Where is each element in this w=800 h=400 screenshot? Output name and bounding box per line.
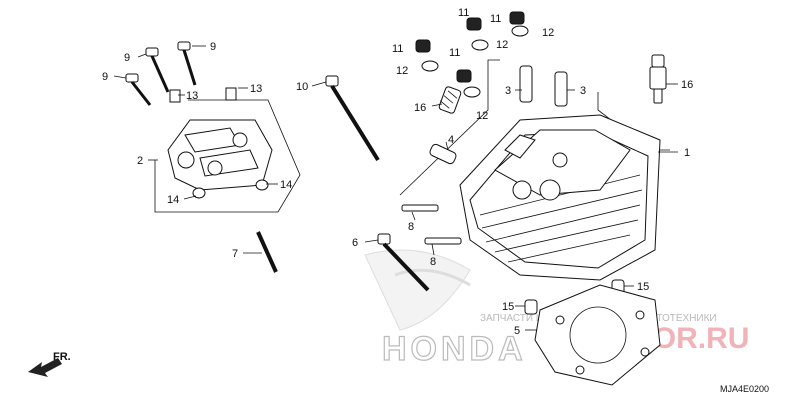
label-part-1: 1 [684,147,690,159]
washer-12-b [511,25,529,37]
seal-11-top-right [509,11,525,25]
valve-guide-3-left [519,65,533,103]
label-part-14-left: 14 [167,194,179,206]
label-part-9-upper-right: 9 [210,41,216,53]
honda-wordmark: HONDA [382,330,527,368]
leader-lines [113,45,678,331]
rocker-arm-assembly [154,87,301,213]
label-part-6: 6 [352,237,358,249]
cylinder-head [399,59,670,281]
label-part-12-a: 12 [496,39,508,51]
washer-12-a [471,39,489,51]
label-part-3-left: 3 [505,85,511,97]
label-part-10: 10 [296,81,308,93]
arrow-icon [28,358,62,377]
label-part-13-right: 13 [250,83,262,95]
bolt-9-left [125,73,152,106]
bolt-10 [325,75,380,162]
spark-plug-16-right [649,54,667,104]
label-part-8-lower: 8 [430,256,436,268]
label-part-12-d: 12 [476,110,488,122]
label-part-9-upper-left: 9 [124,52,130,64]
honda-watermark: HONDA [364,249,527,369]
label-part-12-b: 12 [542,27,554,39]
label-part-12-c: 12 [396,65,408,77]
spark-plug-16-left [438,86,462,114]
bolt-9-upper-right [177,41,197,86]
sleeve-4 [429,143,457,165]
seal-11-lower [456,69,472,83]
dowel-15-left [524,299,538,315]
label-part-5: 5 [514,325,520,337]
seal-11-mid [415,39,431,53]
washer-12-d [463,86,481,98]
valve-guide-3-right [554,71,568,107]
label-part-16-left: 16 [414,102,426,114]
label-part-2: 2 [137,155,143,167]
bolt-9-upper-left [145,47,170,93]
label-part-11-lower: 11 [449,47,460,59]
label-part-15-right: 15 [637,281,649,293]
label-part-11-top-right: 11 [490,13,501,25]
diagram-code: MJA4E0200 [720,384,769,394]
stud-7 [256,231,278,273]
washer-12-c [421,60,439,72]
dowel-8-lower [424,237,462,245]
label-part-11-mid: 11 [392,43,403,55]
bolt-6 [377,233,430,292]
seal-11-top [466,17,482,31]
label-part-8-upper: 8 [408,221,414,233]
label-part-9-left: 9 [102,71,108,83]
label-part-7: 7 [232,248,238,260]
dowel-8-upper [401,204,439,212]
label-part-15-left: 15 [502,301,514,313]
front-direction-label: FR. [53,351,71,363]
front-direction-arrow: FR. [28,351,71,377]
label-part-4: 4 [448,134,454,146]
label-part-14-right: 14 [280,179,292,191]
label-part-16-right: 16 [681,79,693,91]
label-part-13-left: 13 [186,90,198,102]
head-gasket-5 [534,284,661,386]
label-part-3-right: 3 [580,85,586,97]
label-part-11-top: 11 [458,7,469,19]
